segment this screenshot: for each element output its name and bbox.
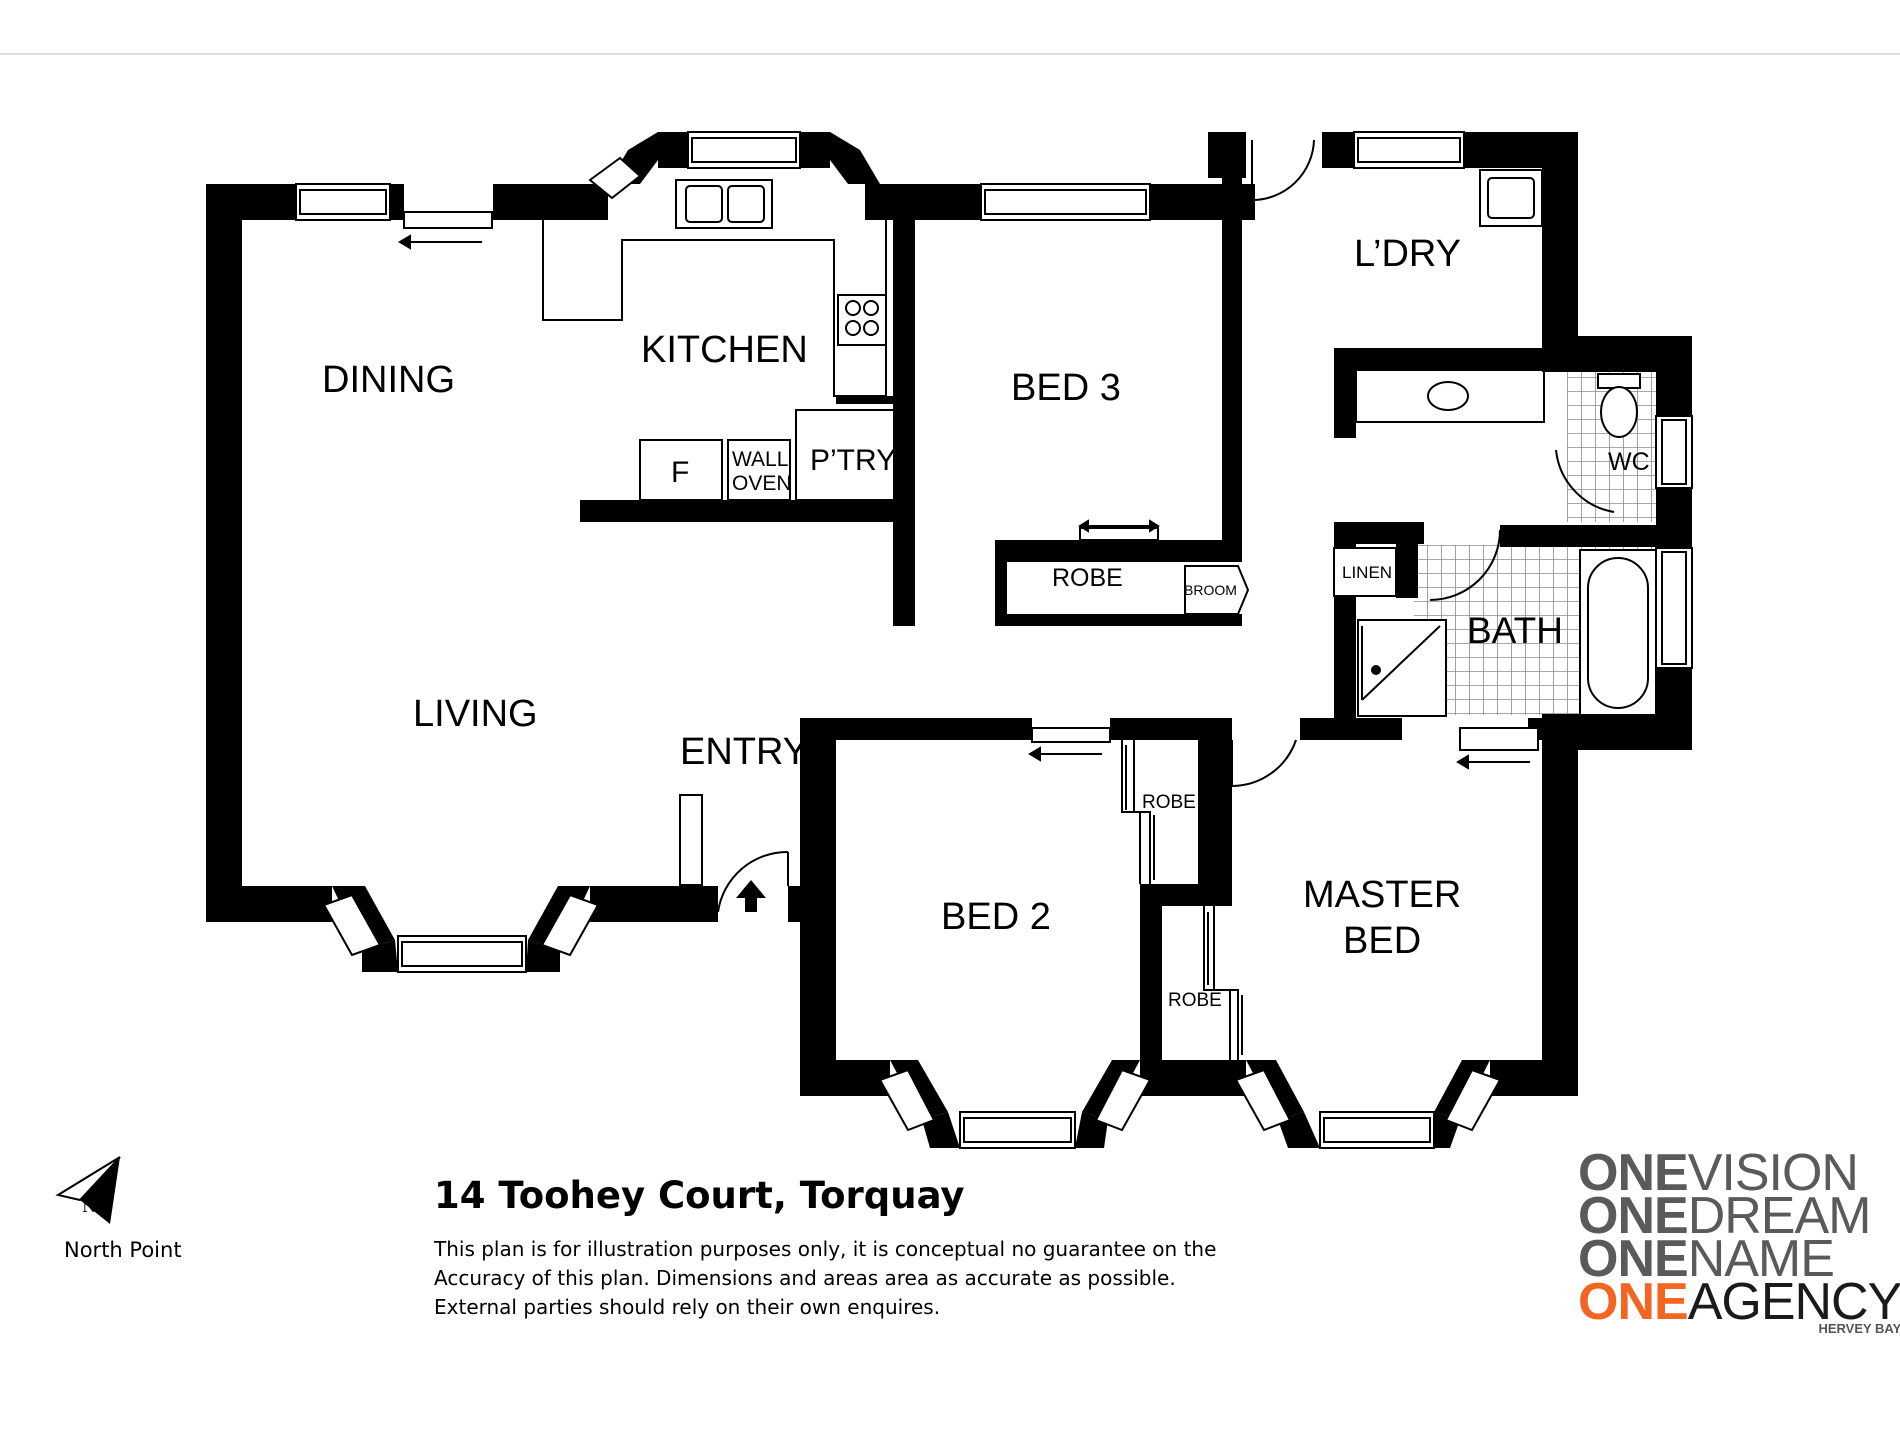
windows <box>295 131 1693 1149</box>
north-point-label: North Point <box>64 1238 182 1262</box>
room-label-wall-oven-2: OVEN <box>732 472 792 495</box>
room-label-laundry: L’DRY <box>1354 233 1461 275</box>
svg-text:N: N <box>82 1197 96 1216</box>
room-label-dining: DINING <box>322 359 455 401</box>
room-label-master-bed-2: BED <box>1343 920 1421 962</box>
property-address-title: 14 Toohey Court, Torquay <box>434 1174 965 1217</box>
room-label-kitchen: KITCHEN <box>641 329 808 371</box>
room-label-broom: BROOM <box>1184 582 1237 598</box>
room-label-living: LIVING <box>413 693 538 735</box>
room-label-fridge: F <box>671 456 689 489</box>
room-label-bath: BATH <box>1467 610 1563 651</box>
room-label-wc: WC <box>1608 448 1650 476</box>
room-label-master-bed-1: MASTER <box>1303 874 1461 916</box>
room-label-entry: ENTRY <box>680 731 808 773</box>
logo-location: HERVEY BAY <box>1818 1321 1900 1336</box>
logo-row-dream: ONEDREAM <box>1578 1187 1871 1245</box>
logo-row-agency: ONEAGENCY <box>1578 1273 1900 1331</box>
arrows <box>736 880 766 912</box>
room-label-robe-bed2: ROBE <box>1142 792 1196 813</box>
disclaimer-text: This plan is for illustration purposes o… <box>434 1237 1217 1319</box>
room-label-wall-oven-1: WALL <box>732 448 788 471</box>
fixtures <box>398 139 1657 1060</box>
logo-row-name: ONENAME <box>1578 1230 1835 1288</box>
room-label-bed3: BED 3 <box>1011 367 1121 409</box>
logo-row-vision: ONEVISION <box>1578 1144 1859 1202</box>
one-agency-logo: ONEVISION ONEDREAM ONENAME ONEAGENCY HER… <box>1578 1144 1900 1336</box>
room-label-pantry: P’TRY <box>810 444 896 477</box>
room-label-robe-bed3: ROBE <box>1052 564 1123 592</box>
room-label-linen: LINEN <box>1342 563 1392 582</box>
room-label-robe-master: ROBE <box>1168 990 1222 1011</box>
north-arrow-icon: N <box>55 1156 121 1224</box>
room-label-bed2: BED 2 <box>941 896 1051 938</box>
